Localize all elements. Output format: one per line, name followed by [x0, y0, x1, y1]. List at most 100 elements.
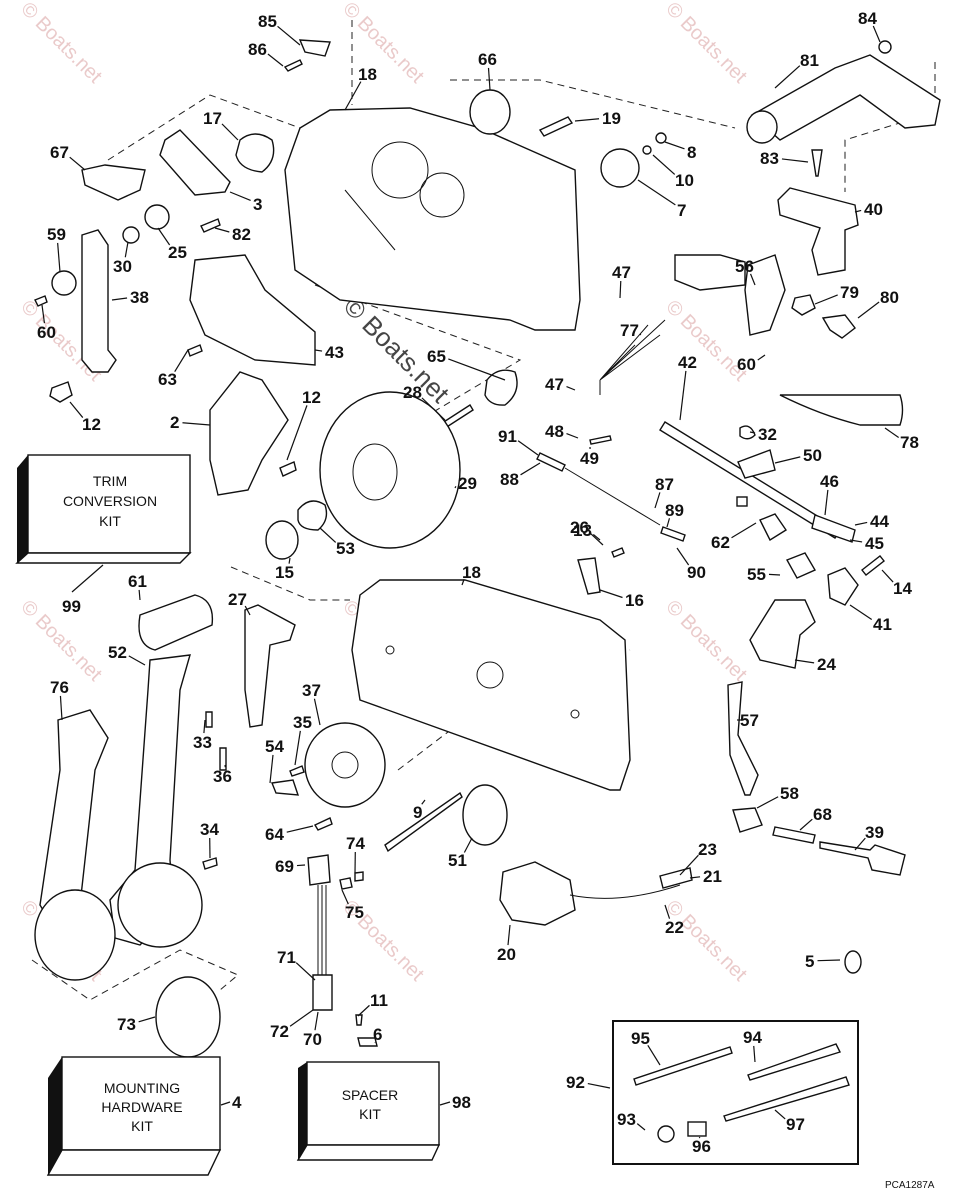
- callout-43: 43: [325, 343, 344, 362]
- part-89-terminal: [660, 526, 686, 542]
- callout-85: 85: [258, 12, 277, 31]
- callout-59: 59: [47, 225, 66, 244]
- leader-line: [854, 837, 866, 851]
- part-29-hub: [352, 443, 398, 501]
- part-40-bracket: [777, 187, 859, 276]
- part-22-wire: [569, 884, 681, 899]
- part-15-retainer: [265, 520, 299, 560]
- leader-line: [619, 280, 622, 299]
- callout-88: 88: [500, 470, 519, 489]
- leader-line: [421, 397, 446, 421]
- leader-line: [214, 227, 230, 233]
- callout-27: 27: [228, 590, 247, 609]
- callout-79: 79: [840, 283, 859, 302]
- callout-92: 92: [566, 1073, 585, 1092]
- callout-52: 52: [108, 643, 127, 662]
- part-60-screw: [187, 344, 203, 357]
- callout-73: 73: [117, 1015, 136, 1034]
- part-32-clip: [739, 425, 756, 440]
- leader-line: [652, 154, 676, 175]
- callout-60: 60: [37, 323, 56, 342]
- part-86-screw: [283, 59, 303, 72]
- housing-rib: [344, 189, 396, 251]
- part-5-clip: [844, 950, 862, 974]
- part-84-nut: [878, 40, 892, 54]
- leader-line: [647, 1044, 661, 1066]
- part-46-connector: [811, 514, 856, 543]
- spacer-kit: SPACER KIT: [296, 1061, 441, 1161]
- callout-83: 83: [760, 149, 779, 168]
- callout-37: 37: [302, 681, 321, 700]
- leader-line: [267, 53, 284, 67]
- callout-53: 53: [336, 539, 355, 558]
- leader-line: [269, 754, 274, 784]
- part-85-clip: [298, 39, 331, 57]
- leader-line: [881, 569, 894, 583]
- leader-line: [487, 67, 491, 91]
- trim-conversion-kit-line-1: TRIM: [93, 473, 127, 489]
- leader-line: [794, 659, 815, 664]
- part-24-plate: [749, 599, 816, 669]
- callout-63: 63: [158, 370, 177, 389]
- leader-line: [599, 589, 623, 599]
- leader-line: [357, 1004, 370, 1017]
- leader-line: [637, 179, 676, 206]
- leader-line: [849, 604, 873, 620]
- part-20-trim-switch: [499, 861, 576, 926]
- part-42-harness: [659, 421, 841, 539]
- callout-66: 66: [478, 50, 497, 69]
- part-26-screw: [611, 547, 625, 558]
- callout-17: 17: [203, 109, 222, 128]
- callout-44: 44: [870, 512, 889, 531]
- watermark: © Boats.net: [661, 896, 751, 986]
- leader-line: [676, 547, 690, 566]
- callout-8: 8: [687, 143, 696, 162]
- leader-line: [781, 158, 809, 163]
- part-38-lever: [81, 229, 117, 373]
- part-2-bracket: [209, 371, 289, 496]
- part-12-knob: [49, 381, 73, 403]
- part-60-screw: [34, 295, 48, 307]
- part-68-spring: [772, 826, 816, 844]
- callout-21: 21: [703, 867, 722, 886]
- callout-82: 82: [232, 225, 251, 244]
- callout-99: 99: [62, 597, 81, 616]
- part-59-washer: [51, 270, 77, 296]
- callout-74: 74: [346, 834, 365, 853]
- leader-line: [872, 25, 881, 43]
- part-63-decal: [189, 254, 316, 366]
- part-76-handle-ring: [34, 889, 116, 981]
- callout-25: 25: [168, 243, 187, 262]
- part-7-disc: [600, 148, 640, 188]
- leader-line: [799, 818, 813, 831]
- part-77-switch: [674, 254, 746, 291]
- callout-32: 32: [758, 425, 777, 444]
- leader-line: [884, 427, 899, 439]
- part-10-washer: [642, 145, 652, 155]
- part-25-washer: [144, 204, 170, 230]
- callout-55: 55: [747, 565, 766, 584]
- leader-line: [319, 527, 337, 543]
- trim-conversion-kit-line-2: CONVERSION: [63, 493, 157, 509]
- leader-line: [854, 521, 868, 526]
- leader-line: [774, 1109, 786, 1120]
- leader-line: [277, 25, 301, 46]
- callout-41: 41: [873, 615, 892, 634]
- callout-58: 58: [780, 784, 799, 803]
- part-51-lens: [462, 784, 508, 846]
- callout-93: 93: [617, 1110, 636, 1129]
- leader-line: [774, 456, 801, 464]
- leader-line: [749, 431, 756, 434]
- part-36-spring: [219, 747, 227, 771]
- callout-71: 71: [277, 948, 296, 967]
- callout-46: 46: [820, 472, 839, 491]
- watermark: © Boats.net: [661, 596, 751, 686]
- leader-line: [664, 141, 685, 150]
- part-53-ring: [297, 500, 328, 531]
- part-6-clip: [357, 1037, 378, 1047]
- callout-19: 19: [602, 109, 621, 128]
- part-18-housing-upper: [284, 107, 581, 331]
- part-66-grommet: [469, 89, 511, 135]
- callout-29: 29: [458, 474, 477, 493]
- leader-line: [57, 242, 61, 273]
